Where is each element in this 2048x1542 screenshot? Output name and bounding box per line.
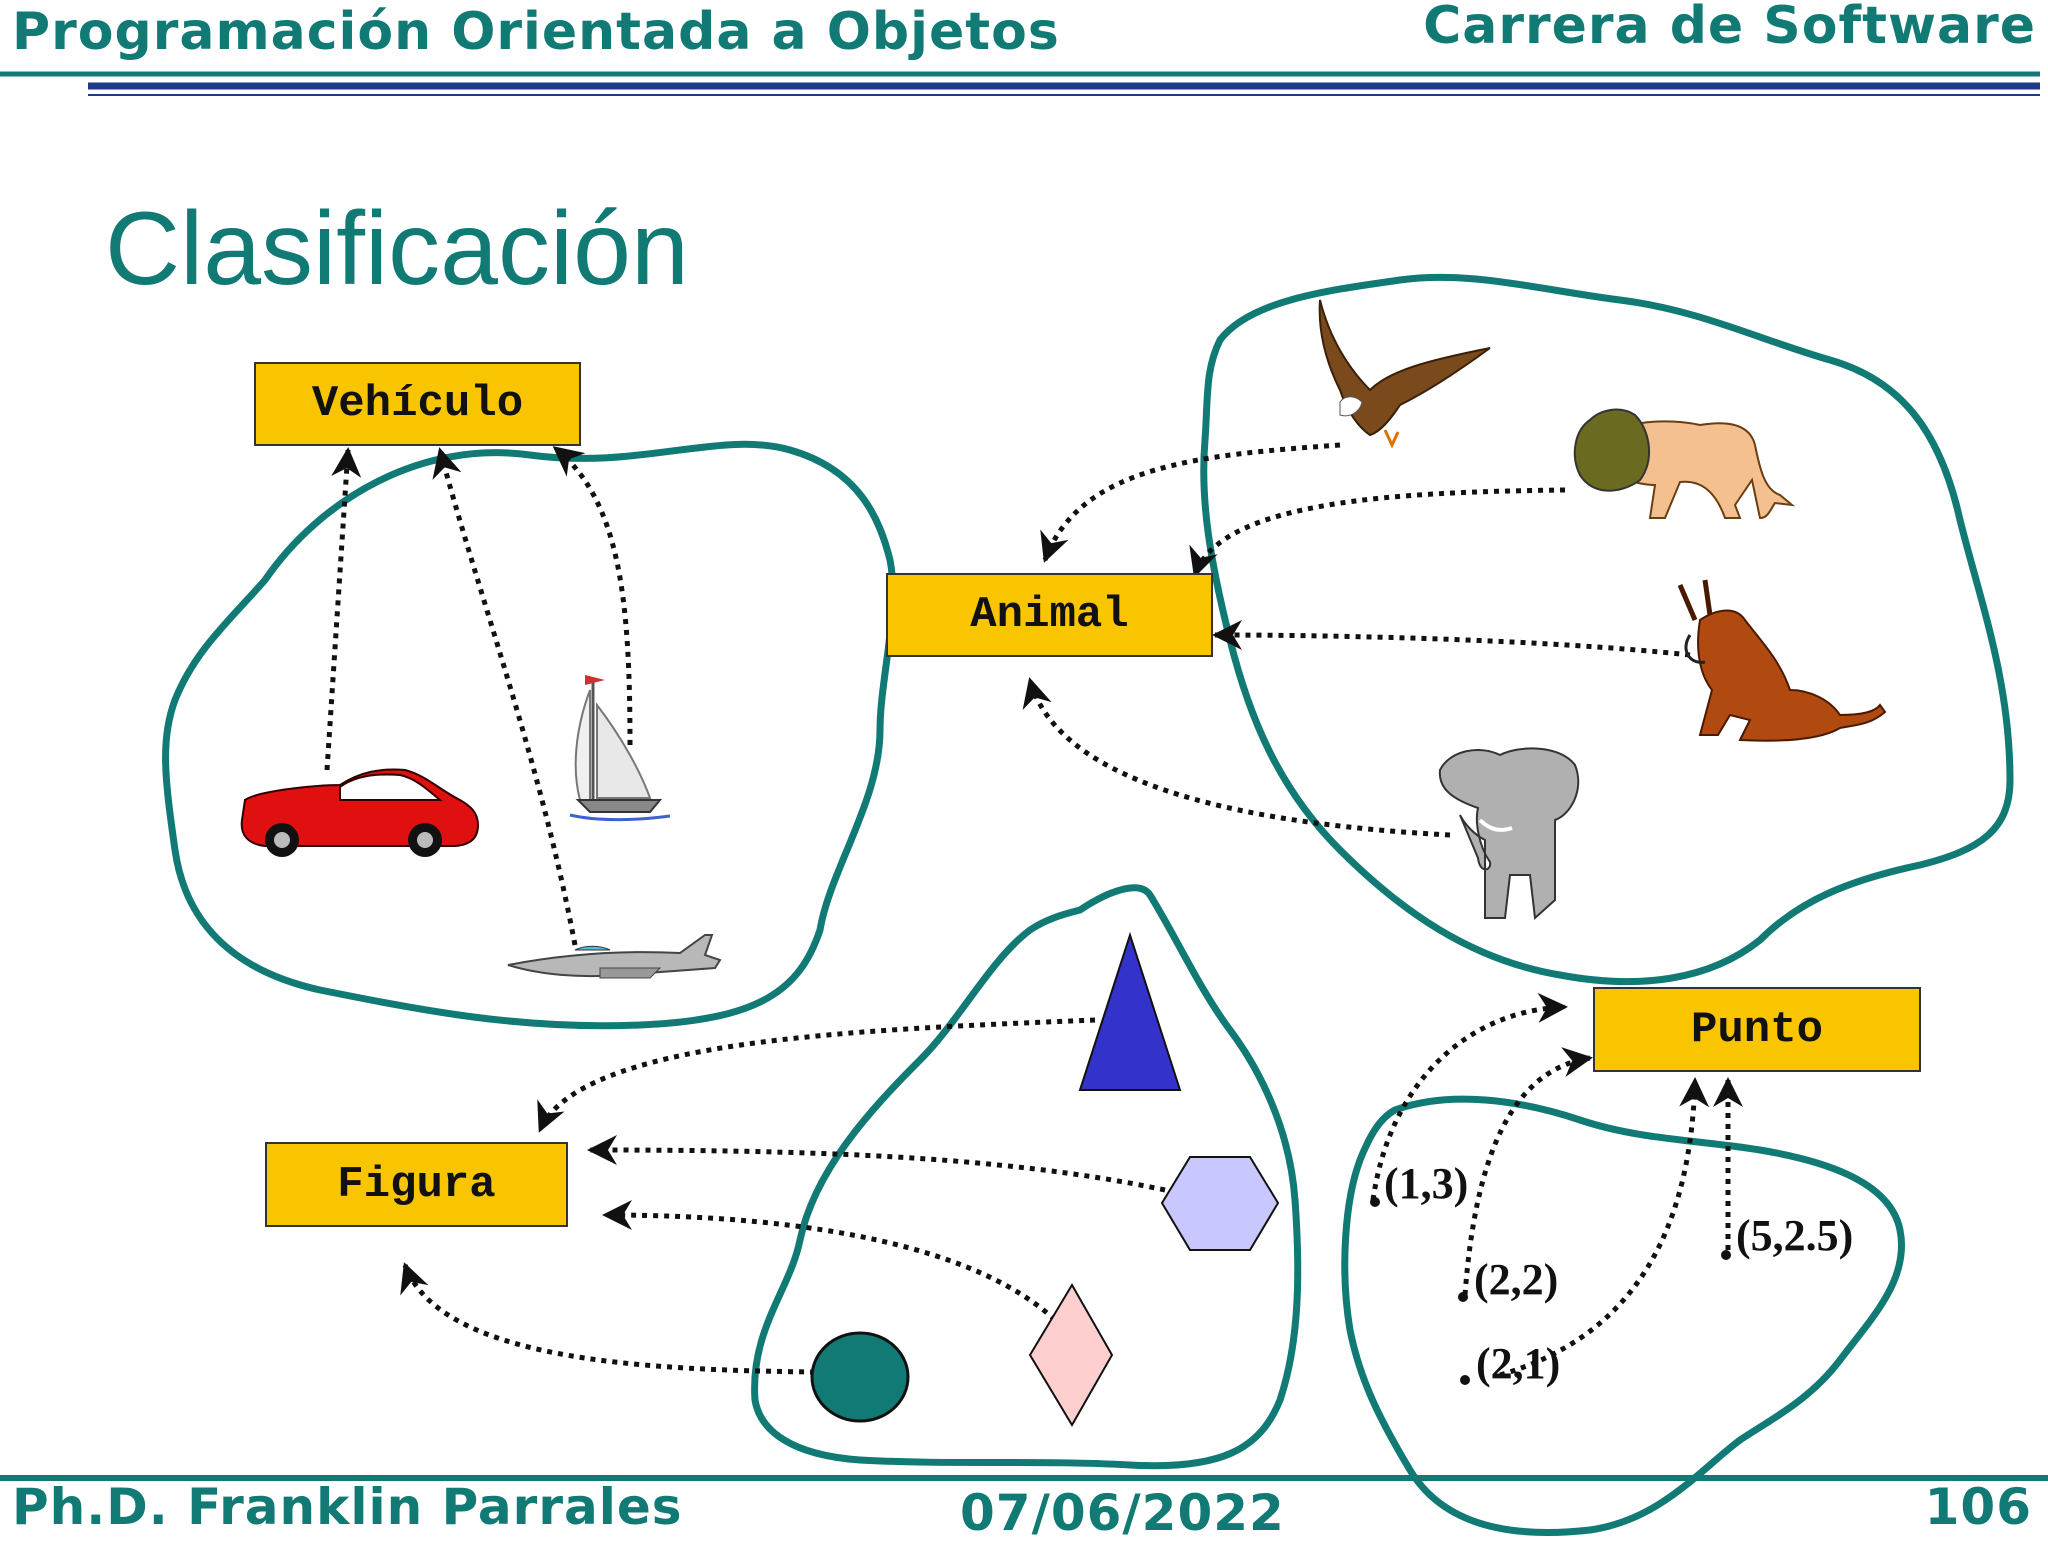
donkey-icon	[1677, 579, 1887, 742]
lion-icon	[1573, 408, 1796, 520]
animal-set-outline	[1200, 273, 2014, 986]
car-icon	[240, 768, 480, 857]
triangle-shape	[1078, 931, 1182, 1091]
class-box-punto: Punto	[1593, 987, 1921, 1072]
footer-date: 07/06/2022	[960, 1484, 1285, 1542]
point-label-5-2.5: (5,2.5)	[1736, 1211, 1854, 1260]
jet-to-vehicle-arrow	[432, 447, 578, 946]
point-dot-5-2.5	[1721, 1250, 1731, 1260]
eagle-icon	[1318, 299, 1491, 449]
triangle-to-figura-arrow	[537, 1017, 1096, 1133]
footer-author: Ph.D. Franklin Parrales	[12, 1478, 683, 1536]
circle-to-figura-arrow	[400, 1262, 816, 1375]
diamond-shape	[1028, 1283, 1114, 1427]
diamond-to-figura-arrow	[602, 1200, 1057, 1322]
course-title: Programación Orientada a Objetos	[12, 2, 1060, 62]
figure-set-outline	[751, 884, 1302, 1470]
slide-title: Clasificación	[105, 191, 689, 307]
point-label-2-2: (2,2)	[1474, 1255, 1559, 1304]
p21-to-punto-arrow	[1499, 1077, 1710, 1378]
car-to-vehicle-arrow	[324, 447, 362, 771]
point-set-outline	[1341, 1095, 1905, 1536]
p22-to-punto-arrow	[1462, 1047, 1593, 1296]
class-box-figura: Figura	[265, 1142, 568, 1227]
hexagon-to-figura-arrow	[587, 1135, 1166, 1193]
hexagon-shape	[1160, 1156, 1280, 1251]
lion-to-animal-arrow	[1189, 487, 1566, 578]
class-box-vehiculo: Vehículo	[254, 362, 581, 446]
point-label-2-1: (2,1)	[1476, 1339, 1561, 1388]
point-dot-2-1	[1460, 1375, 1470, 1385]
point-label-1-3: (1,3)	[1384, 1159, 1469, 1208]
point-dot-2-2	[1458, 1292, 1468, 1302]
elephant-to-animal-arrow	[1022, 677, 1451, 838]
eagle-to-animal-arrow	[1040, 442, 1341, 563]
class-box-animal: Animal	[886, 573, 1213, 657]
page-number: 106	[1924, 1478, 2032, 1536]
point-dot-1-3	[1370, 1197, 1380, 1207]
elephant-icon	[1438, 747, 1580, 921]
circle-shape	[810, 1331, 910, 1423]
jet-icon	[507, 934, 722, 979]
vehicle-set-outline	[162, 440, 897, 1030]
program-name: Carrera de Software	[1423, 0, 2036, 56]
donkey-to-animal-arrow	[1212, 620, 1691, 658]
sailboat-icon	[569, 675, 671, 822]
p13-to-punto-arrow	[1370, 992, 1568, 1201]
